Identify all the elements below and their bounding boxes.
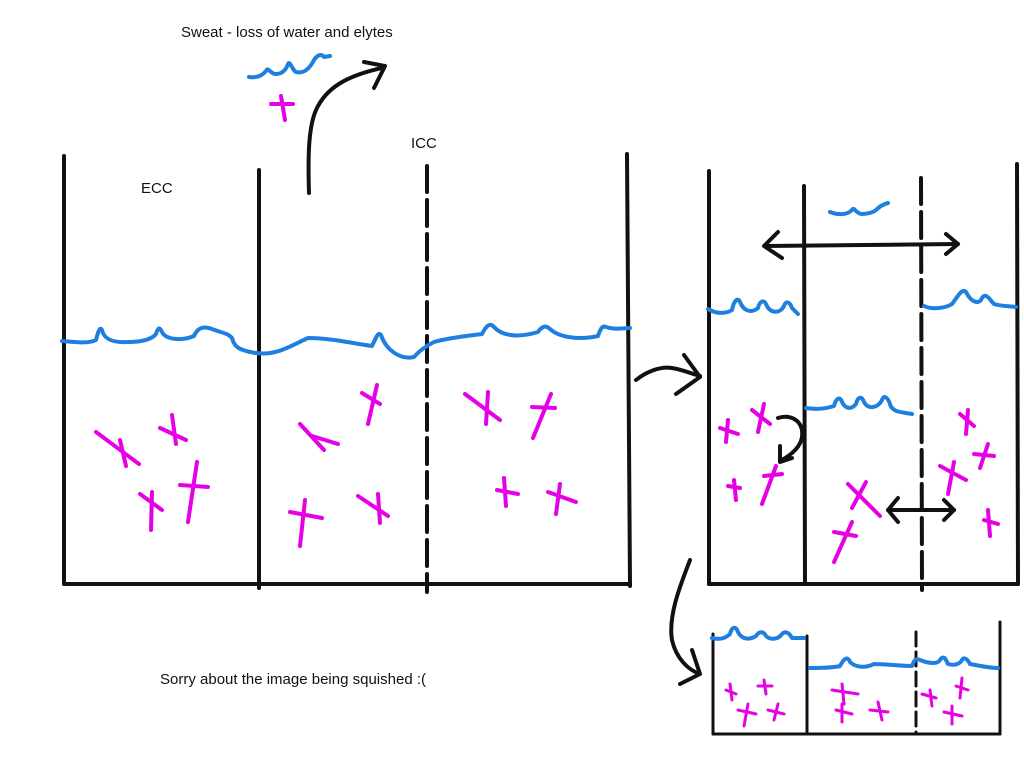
sweat-label: Sweat - loss of water and elytes (181, 24, 393, 41)
panel2-top-water-squiggle (828, 201, 890, 217)
double-arrow-icon (886, 496, 956, 524)
arrow-icon (674, 353, 702, 396)
panel3-icc-water (808, 655, 1000, 670)
icc-label: ICC (411, 135, 437, 152)
panel3-ecc-water (710, 625, 806, 641)
panel2-curved-arrow (776, 414, 805, 462)
ecc-label: ECC (141, 180, 173, 197)
panel3-solutes (724, 676, 970, 728)
sweat-solute-mark (269, 94, 295, 122)
main-water-surface (60, 322, 632, 360)
panel2-container (707, 162, 1020, 592)
main-container-right-wall (625, 152, 632, 588)
arrow-icon (362, 60, 387, 90)
panel2-mid-water (804, 395, 914, 416)
double-arrow-icon (762, 230, 960, 260)
panel2-right-wall (1015, 162, 1020, 586)
apology-note: Sorry about the image being squished :( (160, 671, 426, 688)
panel2-solutes (718, 402, 1000, 564)
main-container (62, 152, 632, 594)
arrow-icon (778, 444, 794, 464)
panel3-container (711, 620, 1002, 736)
panel2-dashed-membrane (919, 176, 924, 592)
sweat-water-squiggle (247, 53, 332, 80)
transition-arrow-right (634, 365, 702, 382)
main-solutes (94, 383, 578, 548)
transition-arrow-down (669, 558, 702, 676)
panel2-ecc-water (706, 297, 800, 316)
sweat-loss-arrow (306, 66, 384, 195)
panel2-divider (802, 184, 807, 586)
panel2-icc-water (922, 289, 1018, 311)
arrow-icon (678, 648, 702, 686)
